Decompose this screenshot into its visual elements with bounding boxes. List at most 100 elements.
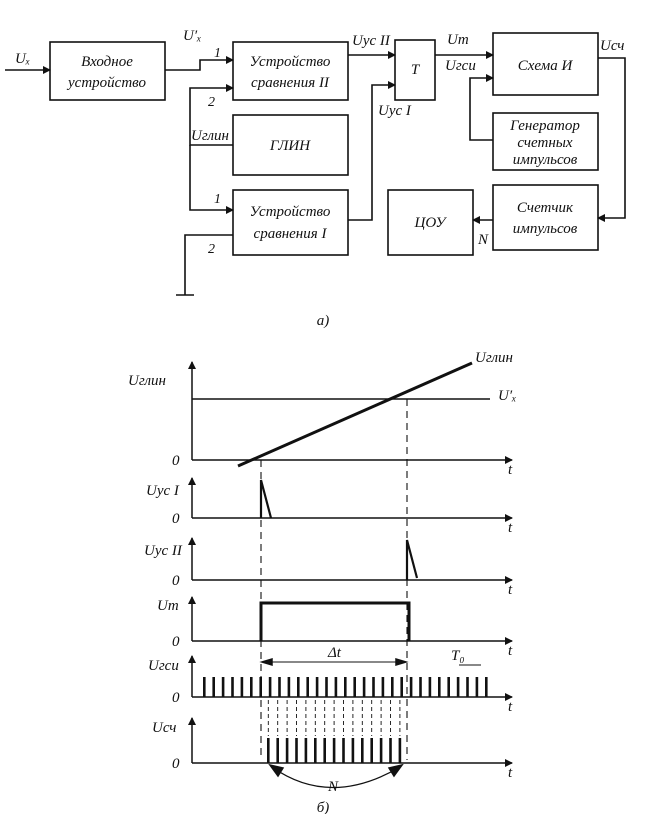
generator-pulse (315, 677, 319, 697)
dim-delta-t-arrow-r (395, 657, 409, 667)
generator-label-1: Генератор (509, 118, 580, 134)
label-usch: Uсч (600, 38, 624, 54)
cmp2-label-1: Устройство (250, 54, 331, 70)
counted-pulse (398, 738, 402, 763)
label-uglin: Uглин (191, 128, 229, 144)
row4-zero: 0 (172, 634, 180, 650)
generator-pulse (325, 677, 328, 697)
generator-label-3: импульсов (513, 152, 578, 168)
wire-cmp1-ground (184, 234, 233, 295)
label-ut: Uт (447, 32, 469, 48)
t-label-row3: t (508, 582, 513, 598)
generator-pulse-train (203, 677, 488, 697)
counted-pulse-train (267, 700, 402, 763)
counted-pulse (389, 738, 392, 763)
generator-pulse (268, 677, 272, 697)
ramp-uglin (237, 361, 473, 468)
counted-pulse (351, 738, 355, 763)
arc-n-arrow-r (387, 763, 404, 778)
block-and-gate (492, 32, 599, 96)
wire-glin-feed (189, 84, 234, 146)
display-label: ЦОУ (414, 215, 448, 231)
generator-pulse (409, 677, 413, 697)
level-label: U′ₓ (498, 388, 516, 404)
counted-pulse (323, 738, 326, 763)
generator-pulse (485, 677, 488, 697)
counter-label-2: импульсов (513, 221, 578, 237)
port-1-bottom: 1 (214, 192, 221, 207)
generator-pulse (334, 677, 338, 697)
generator-pulse (438, 677, 441, 697)
timing-labels: Uглин 0 Uус I 0 Uус II 0 Uт 0 Uгси 0 Uсч… (128, 350, 516, 814)
ramp-label: Uглин (475, 350, 513, 366)
input-device-label-1: Входное (81, 54, 133, 70)
n-label: N (327, 779, 339, 795)
block-input-device (49, 41, 166, 101)
caption-b: б) (317, 800, 330, 814)
generator-pulse (250, 677, 253, 697)
trigger-label: Т (411, 62, 421, 78)
counted-pulse (361, 738, 364, 763)
generator-pulse (240, 677, 244, 697)
dim-delta-t-arrow-l (259, 657, 273, 667)
gate-pulse-ut (259, 601, 411, 641)
counted-pulse (285, 738, 289, 763)
row4-label: Uт (157, 598, 179, 614)
port-1-top: 1 (214, 46, 221, 61)
wire-and-to-counter (597, 57, 626, 222)
t-label-row2: t (508, 520, 513, 536)
block-pulse-generator (492, 112, 599, 171)
row2-zero: 0 (172, 511, 180, 527)
input-device-label-2: устройство (66, 75, 146, 91)
block-labels: Входное устройство Устройство сравнения … (66, 54, 580, 242)
block-trigger (394, 39, 436, 101)
arc-n (271, 766, 401, 789)
delta-t-label: Δt (327, 645, 342, 661)
row2-label: Uус I (146, 483, 180, 499)
generator-pulse (353, 677, 356, 697)
counted-pulse (295, 738, 298, 763)
row3-zero: 0 (172, 573, 180, 589)
row3-label: Uус II (144, 543, 183, 559)
counted-pulse (332, 738, 336, 763)
counted-pulse (379, 738, 383, 763)
block-comparator-1 (232, 189, 349, 256)
generator-pulse (400, 677, 403, 697)
generator-pulse (221, 677, 225, 697)
counted-pulse (370, 738, 373, 763)
label-n: N (477, 232, 489, 248)
counted-pulse (267, 738, 270, 763)
row6-zero: 0 (172, 756, 180, 772)
wire-gen-to-and (469, 74, 494, 141)
t0-label: T₀ (451, 648, 465, 664)
label-ucs1: Uус I (378, 103, 412, 119)
arc-n-arrow-l (268, 763, 285, 778)
generator-pulse (456, 677, 460, 697)
row6-label: Uсч (152, 720, 176, 736)
label-ucs2: Uус II (352, 33, 391, 49)
generator-pulse (447, 677, 450, 697)
row1-label: Uглин (128, 373, 166, 389)
generator-pulse (259, 677, 262, 697)
pulse-ucs1 (259, 479, 273, 519)
pulse-ucs2 (405, 539, 419, 580)
generator-pulse (278, 677, 281, 697)
label-ux-prime: U′ₓ (183, 28, 201, 44)
caption-a: а) (317, 313, 330, 329)
generator-pulse (419, 677, 422, 697)
wire-input-to-cmp2 (165, 56, 234, 71)
t-label-row5: t (508, 699, 513, 715)
timing-diagrams (188, 361, 513, 789)
generator-pulse (475, 677, 479, 697)
wire-cmp1-to-trigger (348, 81, 396, 221)
generator-pulse (231, 677, 234, 697)
generator-pulse (212, 677, 215, 697)
counted-pulse (304, 738, 308, 763)
t-label-row4: t (508, 643, 513, 659)
row5-label: Uгси (148, 658, 179, 674)
generator-pulse (344, 677, 347, 697)
generator-pulse (391, 677, 394, 697)
and-gate-label: Схема И (518, 58, 574, 74)
t-label-row1: t (508, 462, 513, 478)
